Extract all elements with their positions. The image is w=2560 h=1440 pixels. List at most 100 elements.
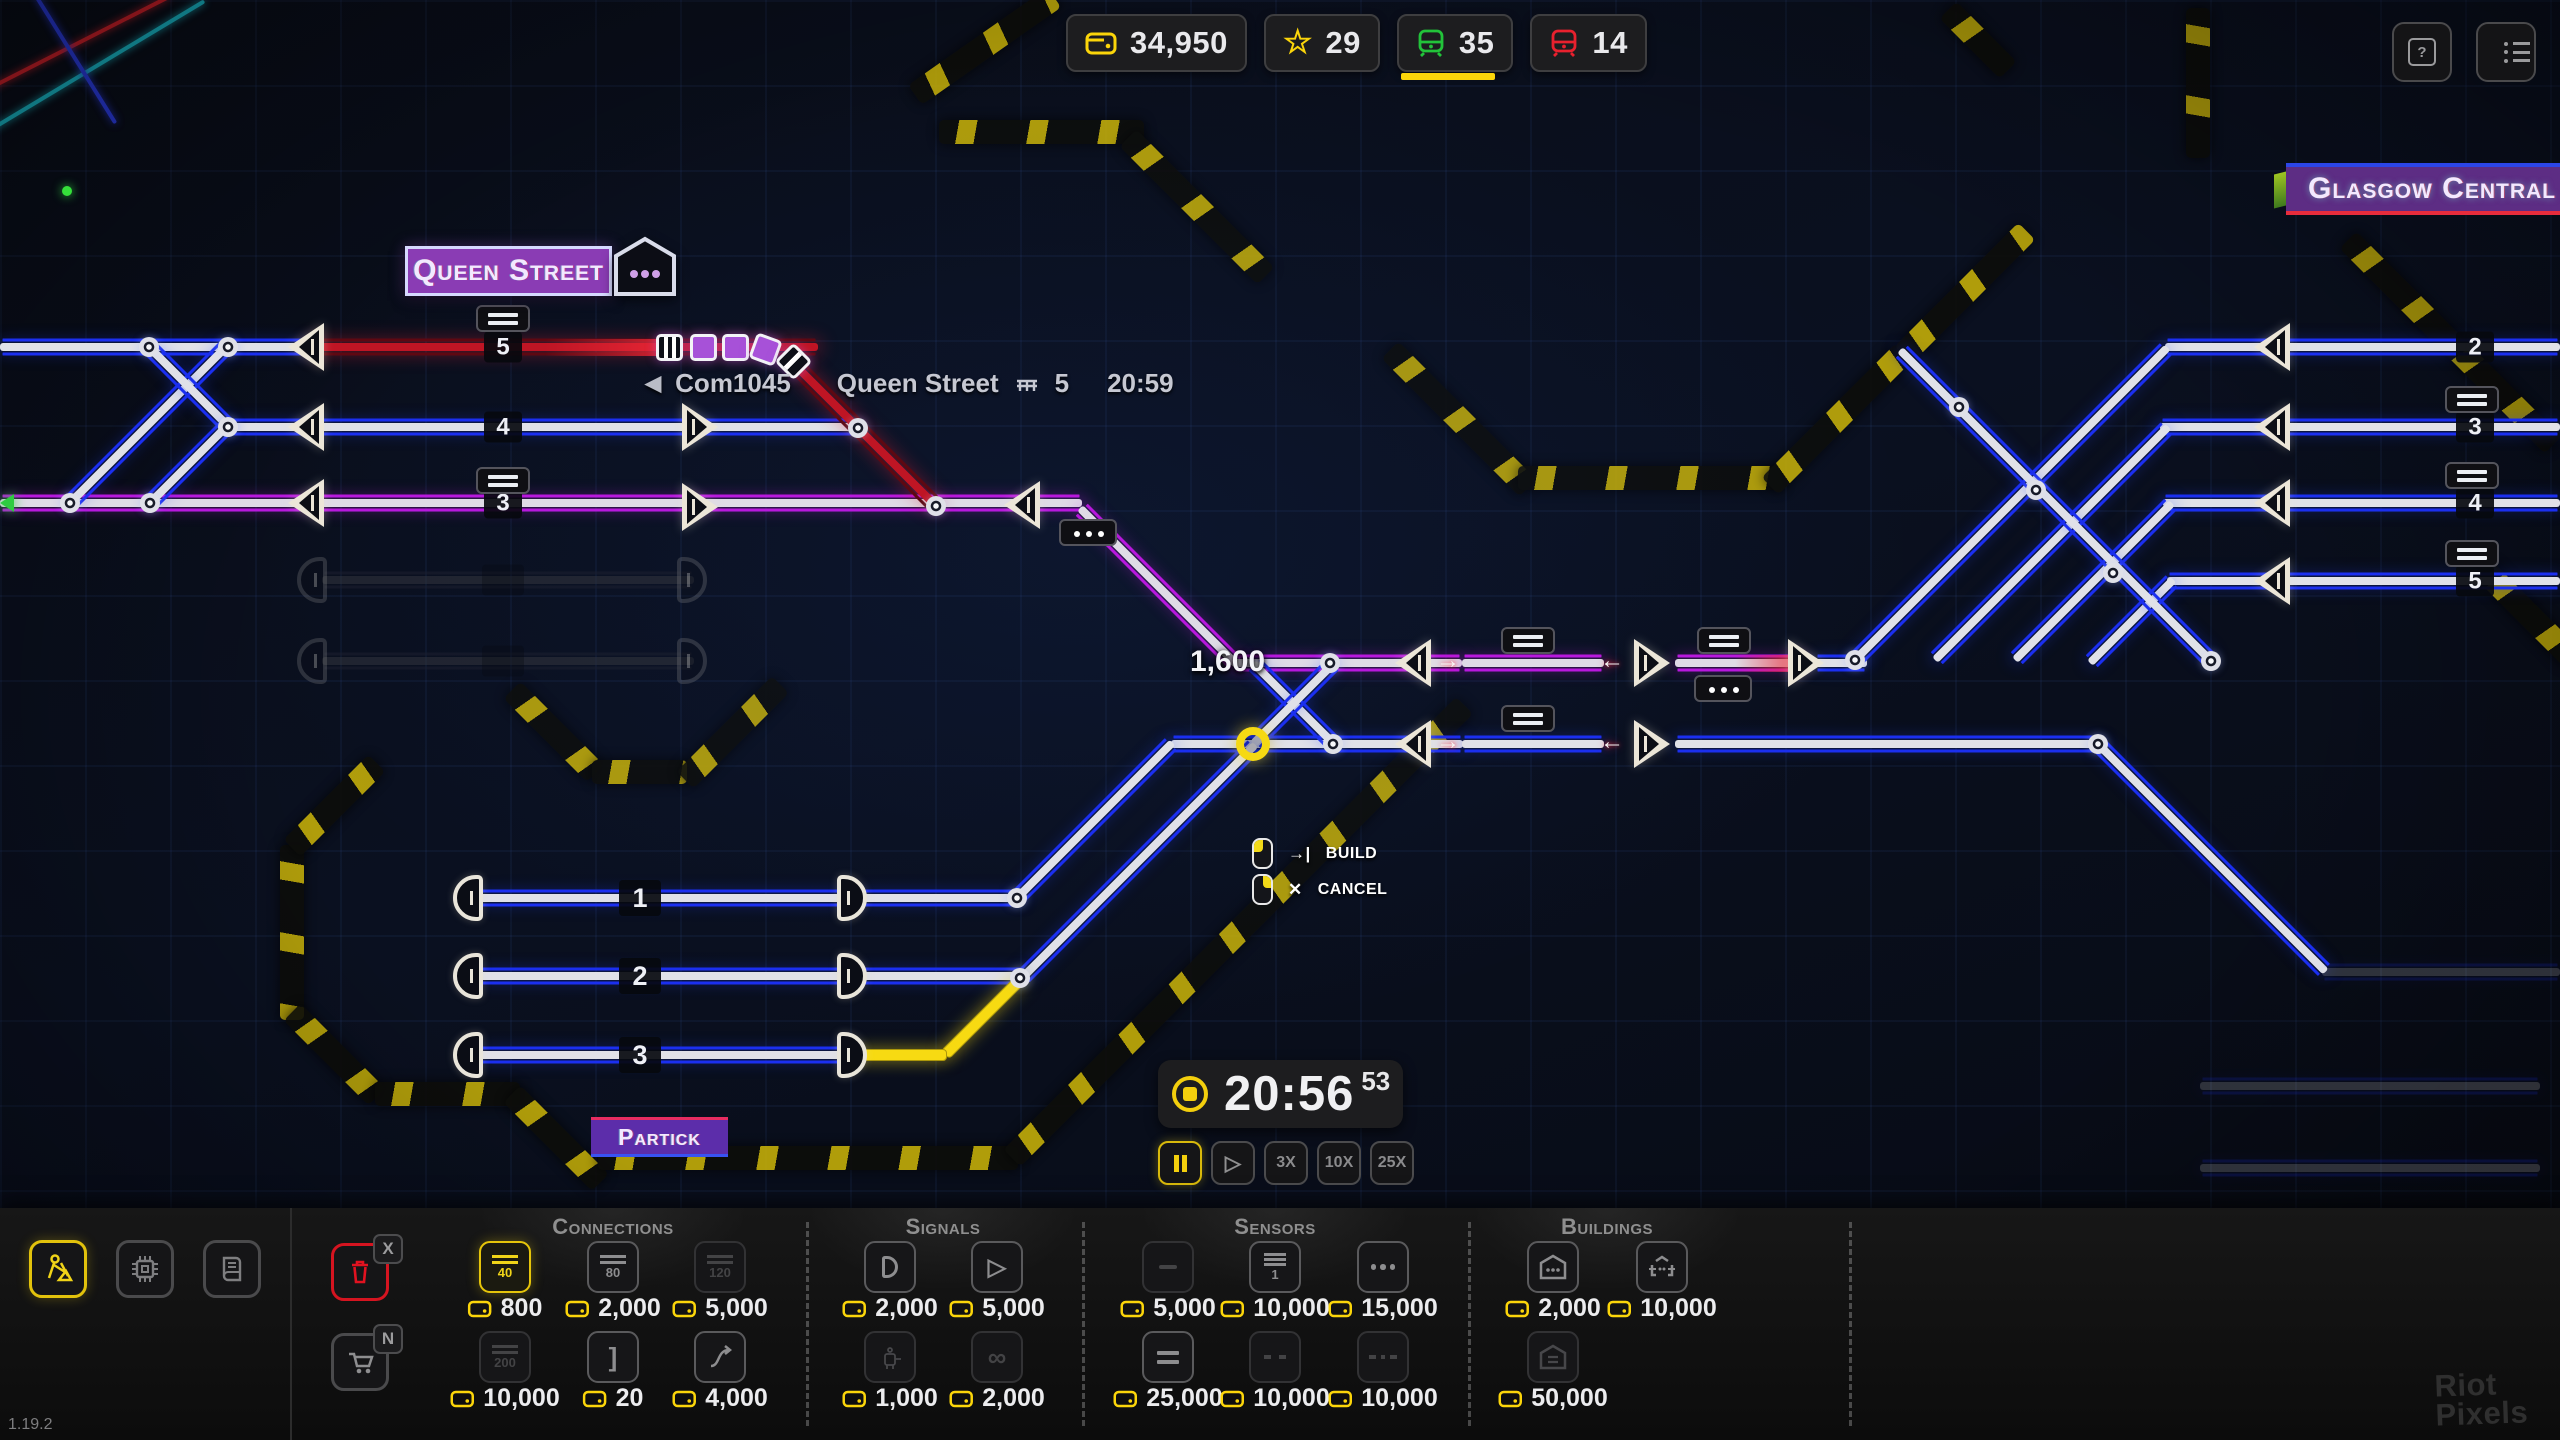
- item-track-speed-200[interactable]: 200: [479, 1331, 531, 1383]
- track-segment[interactable]: [2163, 499, 2560, 507]
- track-node[interactable]: [2026, 480, 2046, 500]
- track-node[interactable]: [1845, 650, 1865, 670]
- track-segment[interactable]: [2165, 343, 2560, 351]
- buffer-stop-cap[interactable]: [677, 557, 707, 603]
- train-locomotive[interactable]: [656, 334, 683, 361]
- item-station-through[interactable]: [1636, 1241, 1688, 1293]
- item-signal[interactable]: [864, 1241, 916, 1293]
- track-segment[interactable]: [2167, 577, 2560, 585]
- speed-25x-button[interactable]: 25X: [1370, 1141, 1414, 1185]
- signal[interactable]: [1004, 481, 1040, 529]
- sensor-badge[interactable]: [2445, 462, 2499, 489]
- item-sensor-dots[interactable]: [1357, 1241, 1409, 1293]
- item-sensor-dash2[interactable]: [1249, 1331, 1301, 1383]
- track-segment[interactable]: [2012, 500, 2175, 663]
- item-auto-signal[interactable]: ▷: [971, 1241, 1023, 1293]
- track-node[interactable]: [218, 337, 238, 357]
- buffer-stop-cap[interactable]: [297, 557, 327, 603]
- signal[interactable]: [682, 483, 718, 531]
- item-buffer-stop[interactable]: ]: [587, 1331, 639, 1383]
- track-segment[interactable]: [480, 1051, 854, 1059]
- build-mode-button[interactable]: [29, 1240, 87, 1298]
- sensor-badge[interactable]: [1697, 627, 1751, 654]
- track-node[interactable]: [1007, 888, 1027, 908]
- station-label-queen-street[interactable]: Queen Street: [405, 246, 612, 296]
- track-node[interactable]: [1320, 653, 1340, 673]
- track-segment[interactable]: [1462, 740, 1604, 748]
- build-node-ring[interactable]: [1236, 727, 1270, 761]
- item-gantry-signal[interactable]: [864, 1331, 916, 1383]
- track-segment[interactable]: [2160, 423, 2560, 431]
- shop-button[interactable]: [331, 1333, 389, 1391]
- play-button[interactable]: ▷: [1211, 1141, 1255, 1185]
- track-node[interactable]: [218, 417, 238, 437]
- track-segment[interactable]: [0, 499, 1082, 507]
- item-switch-curve[interactable]: [694, 1331, 746, 1383]
- track-segment[interactable]: [480, 972, 854, 980]
- item-infinity-signal[interactable]: ∞: [971, 1331, 1023, 1383]
- route-options-badge[interactable]: [1694, 675, 1752, 702]
- track-segment[interactable]: [1014, 739, 1176, 901]
- menu-list-button[interactable]: [2476, 22, 2536, 82]
- train-car[interactable]: [722, 334, 749, 361]
- track-segment[interactable]: [480, 894, 854, 902]
- signal[interactable]: [1395, 720, 1431, 768]
- sensor-badge[interactable]: [476, 305, 530, 332]
- item-depot[interactable]: [1527, 1331, 1579, 1383]
- item-sensor-timetable[interactable]: 1: [1249, 1241, 1301, 1293]
- signal[interactable]: [288, 323, 324, 371]
- track-node[interactable]: [2088, 734, 2108, 754]
- track-segment[interactable]: [322, 657, 694, 665]
- track-segment[interactable]: [1171, 740, 1463, 748]
- buffer-stop-cap[interactable]: [297, 638, 327, 684]
- sensor-badge[interactable]: [1501, 627, 1555, 654]
- track-node[interactable]: [1010, 968, 1030, 988]
- signal[interactable]: [2254, 479, 2290, 527]
- buffer-stop-cap[interactable]: [837, 953, 867, 999]
- signal[interactable]: [1395, 639, 1431, 687]
- track-segment[interactable]: [1815, 659, 1867, 667]
- track-segment[interactable]: [1852, 344, 2171, 663]
- track-segment[interactable]: [2200, 1082, 2540, 1090]
- track-segment[interactable]: [2200, 1164, 2540, 1172]
- track-node[interactable]: [60, 493, 80, 513]
- signal[interactable]: [682, 403, 718, 451]
- track-segment[interactable]: [2322, 968, 2560, 976]
- track-segment[interactable]: [2087, 576, 2177, 666]
- systems-mode-button[interactable]: [116, 1240, 174, 1298]
- speed-3x-button[interactable]: 3X: [1264, 1141, 1308, 1185]
- item-track-speed-120[interactable]: 120: [694, 1241, 746, 1293]
- track-segment[interactable]: [855, 1049, 947, 1061]
- station-label-glasgow-central[interactable]: Glasgow Central: [2286, 163, 2560, 215]
- track-segment[interactable]: [228, 423, 860, 431]
- track-node[interactable]: [1949, 397, 1969, 417]
- signal[interactable]: [1788, 639, 1824, 687]
- train-info-label[interactable]: ◀ Com1045 Queen Street 5 20:59: [645, 368, 1174, 399]
- buffer-stop-cap[interactable]: [677, 638, 707, 684]
- active-trains-counter[interactable]: 35: [1396, 14, 1514, 80]
- sensor-badge[interactable]: [2445, 386, 2499, 413]
- track-segment[interactable]: [862, 894, 1020, 902]
- item-station[interactable]: [1527, 1241, 1579, 1293]
- track-segment[interactable]: [1462, 659, 1604, 667]
- speed-10x-button[interactable]: 10X: [1317, 1141, 1361, 1185]
- buffer-stop-cap[interactable]: [453, 875, 483, 921]
- track-node[interactable]: [848, 418, 868, 438]
- track-node[interactable]: [2103, 563, 2123, 583]
- alert-trains-counter[interactable]: 14: [1530, 14, 1647, 72]
- signal[interactable]: [1634, 720, 1670, 768]
- train-car[interactable]: [690, 334, 717, 361]
- track-node[interactable]: [926, 496, 946, 516]
- pause-button[interactable]: [1158, 1141, 1202, 1185]
- track-node[interactable]: [2201, 651, 2221, 671]
- rulebook-button[interactable]: [203, 1240, 261, 1298]
- item-sensor-dash3[interactable]: [1357, 1331, 1409, 1383]
- sensor-badge[interactable]: [476, 467, 530, 494]
- signal[interactable]: [288, 479, 324, 527]
- item-track-speed-40[interactable]: 40: [479, 1241, 531, 1293]
- item-sensor-single[interactable]: [1142, 1241, 1194, 1293]
- signal[interactable]: [2254, 323, 2290, 371]
- station-icon[interactable]: [612, 236, 678, 303]
- route-options-badge[interactable]: [1059, 519, 1117, 546]
- track-segment[interactable]: [147, 422, 231, 506]
